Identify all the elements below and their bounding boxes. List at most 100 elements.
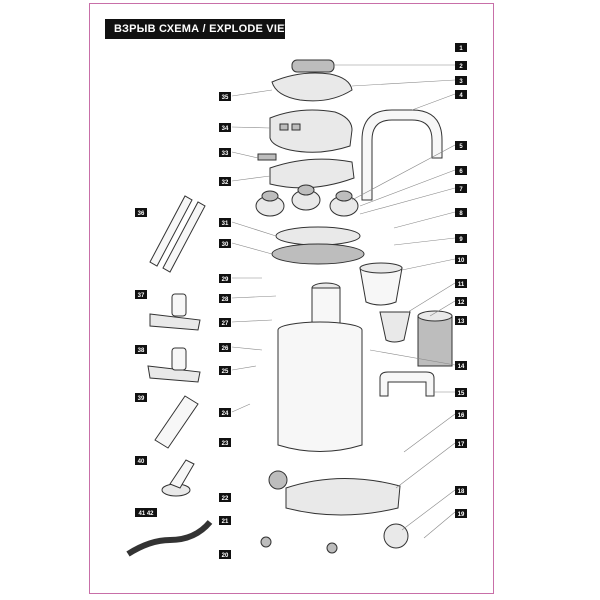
callout-box	[219, 343, 231, 352]
motors-part	[255, 184, 359, 217]
callout-box	[455, 410, 467, 419]
callout-box	[135, 456, 147, 465]
callout-box	[219, 366, 231, 375]
callout-number: 19	[458, 512, 465, 518]
callout-label: 32	[219, 177, 231, 186]
callout-number: 5	[459, 144, 463, 150]
callout-box	[219, 177, 231, 186]
callout-box	[455, 90, 467, 99]
callouts-far-left: 36 37 38 39 40 41 42	[135, 208, 157, 517]
callout-box	[455, 76, 467, 85]
floor-nozzle-part	[149, 293, 201, 331]
callout-label: 29	[219, 274, 231, 283]
callout-number: 10	[458, 258, 465, 264]
callout-label: 36	[135, 208, 147, 217]
callout-number: 31	[222, 221, 229, 227]
callout-number: 9	[459, 237, 463, 243]
wet-nozzle-part	[147, 347, 201, 383]
callout-number: 13	[458, 319, 465, 325]
callout-label: 7	[455, 184, 467, 193]
callout-box	[219, 408, 231, 417]
callout-box	[135, 208, 147, 217]
callout-box	[219, 516, 231, 525]
callout-box	[455, 316, 467, 325]
side-handle-part	[379, 371, 435, 397]
callout-label: 8	[455, 208, 467, 217]
callout-box	[135, 508, 157, 517]
callouts-left: 35 34 33 32 31 30 29 28 27 26 25 24 23 22 21 20	[219, 92, 231, 559]
callout-number: 36	[138, 211, 145, 217]
callout-label: 39	[135, 393, 147, 402]
callout-label: 35	[219, 92, 231, 101]
callout-number: 24	[222, 411, 229, 417]
callout-number: 34	[222, 126, 229, 132]
callout-label: 28	[219, 294, 231, 303]
callout-box	[219, 294, 231, 303]
callout-number: 37	[138, 293, 145, 299]
callout-box	[135, 345, 147, 354]
callout-number: 8	[459, 211, 463, 217]
callout-label: 30	[219, 239, 231, 248]
callout-box	[135, 290, 147, 299]
callout-box	[455, 297, 467, 306]
callout-number: 30	[222, 242, 229, 248]
callout-label: 10	[455, 255, 467, 264]
callout-number: 12	[458, 300, 465, 306]
filter-bucket-part	[359, 262, 403, 306]
float-cage-part	[311, 282, 341, 327]
callout-number: 33	[222, 151, 229, 157]
motor-cover-part	[269, 109, 353, 153]
callout-number: 21	[222, 519, 229, 525]
callout-number: 27	[222, 321, 229, 327]
callout-number: 2	[459, 64, 463, 70]
callout-box	[219, 438, 231, 447]
callout-number: 6	[459, 169, 463, 175]
callout-label: 12	[455, 297, 467, 306]
callout-label: 21	[219, 516, 231, 525]
callout-box	[219, 148, 231, 157]
callout-number: 18	[458, 489, 465, 495]
callout-number: 41 42	[138, 511, 154, 517]
callout-number: 11	[458, 282, 465, 288]
callout-label: 25	[219, 366, 231, 375]
callout-label: 31	[219, 218, 231, 227]
callout-label: 33	[219, 148, 231, 157]
handle-part	[361, 109, 443, 201]
callout-label: 18	[455, 486, 467, 495]
filter-basket-part	[379, 311, 411, 343]
callout-label: 14	[455, 361, 467, 370]
callout-number: 40	[138, 459, 145, 465]
callout-number: 22	[222, 496, 229, 502]
callout-box	[455, 255, 467, 264]
callout-label: 3	[455, 76, 467, 85]
callout-number: 35	[222, 95, 229, 101]
callout-box	[455, 279, 467, 288]
callout-label: 23	[219, 438, 231, 447]
leader-lines	[231, 64, 456, 539]
callout-label: 26	[219, 343, 231, 352]
callout-box	[219, 92, 231, 101]
callout-box	[455, 43, 467, 52]
callout-box	[455, 509, 467, 518]
base-part	[260, 470, 409, 554]
callout-label: 17	[455, 439, 467, 448]
callout-number: 20	[222, 553, 229, 559]
callout-label: 24	[219, 408, 231, 417]
callout-box	[455, 486, 467, 495]
callout-label: 5	[455, 141, 467, 150]
callout-box	[455, 184, 467, 193]
callout-box	[455, 208, 467, 217]
page-title: ВЗРЫВ СХЕМА / EXPLODE VIEW	[105, 19, 285, 39]
callout-number: 28	[222, 297, 229, 303]
callout-label: 1	[455, 43, 467, 52]
callout-number: 7	[459, 187, 463, 193]
callout-box	[219, 218, 231, 227]
callout-box	[135, 393, 147, 402]
callout-number: 3	[459, 79, 463, 85]
callout-number: 16	[458, 413, 465, 419]
top-cover-part	[271, 59, 353, 102]
callout-box	[455, 439, 467, 448]
callout-number: 38	[138, 348, 145, 354]
